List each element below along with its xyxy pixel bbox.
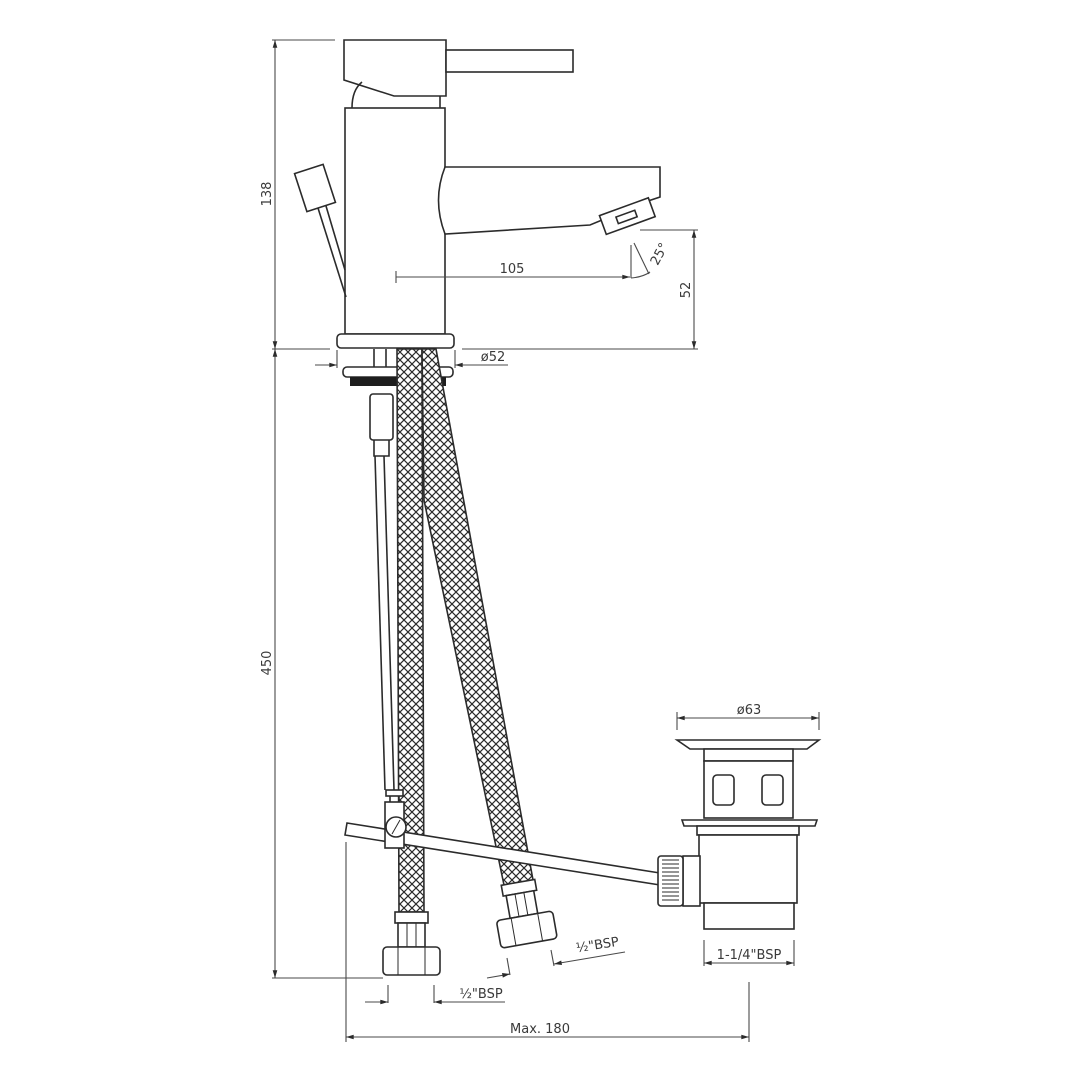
label-hose-thread-left: ½"BSP bbox=[459, 987, 503, 1002]
aerator bbox=[598, 196, 657, 236]
label-aerator-angle: 25° bbox=[648, 241, 672, 268]
label-base-diameter: ø52 bbox=[481, 350, 506, 365]
label-hose-length: 450 bbox=[260, 651, 275, 676]
dimension-lines bbox=[272, 39, 820, 1042]
popup-waste bbox=[657, 739, 822, 930]
flexible-hose-right bbox=[421, 348, 558, 949]
label-tap-height: 138 bbox=[260, 182, 275, 207]
label-spout-reach: 105 bbox=[500, 262, 525, 277]
label-spout-clearance: 52 bbox=[679, 282, 694, 299]
popup-knob bbox=[293, 163, 347, 298]
flexible-hose-left bbox=[382, 348, 441, 976]
label-waste-diameter: ø63 bbox=[737, 703, 762, 718]
tap-body bbox=[293, 39, 661, 349]
label-max-spread: Max. 180 bbox=[510, 1022, 570, 1037]
label-hose-thread-right: ½"BSP bbox=[575, 935, 620, 957]
label-waste-thread: 1-1/4"BSP bbox=[717, 948, 782, 963]
